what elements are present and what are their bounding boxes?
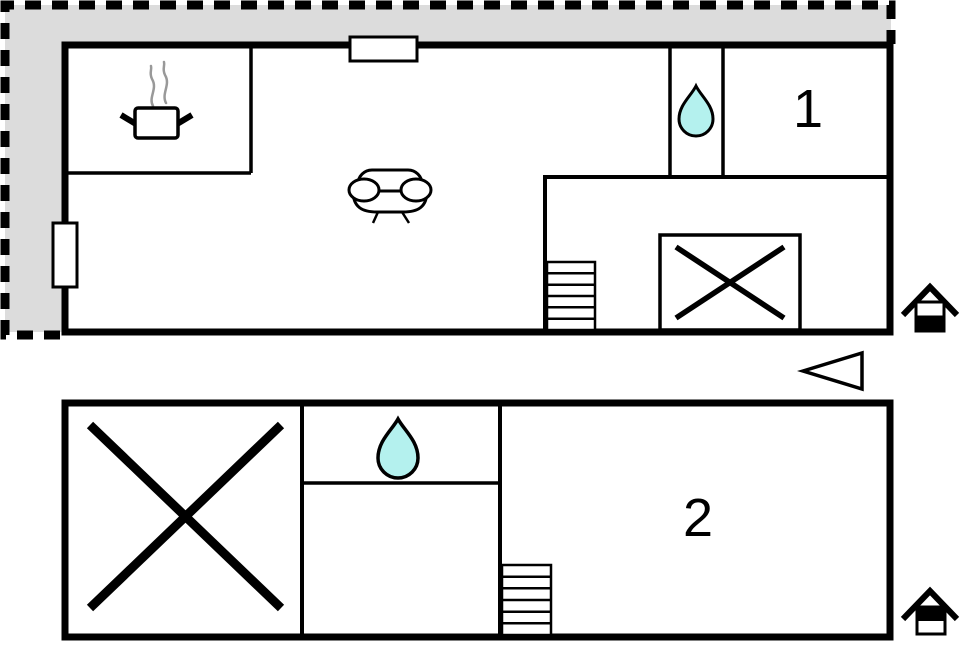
- stairs-icon: [500, 563, 553, 637]
- sofa-arm-left: [347, 177, 381, 203]
- upper-floor-plan: 1: [51, 35, 894, 336]
- pot-body: [133, 106, 180, 140]
- room-label-1: 1: [793, 79, 823, 139]
- steam-icon: [149, 64, 156, 108]
- water-drop-icon: [376, 415, 420, 480]
- excluded-area-cross: [674, 244, 786, 321]
- excluded-area-icon: [658, 233, 802, 332]
- lower-floor-outline: [61, 399, 894, 641]
- window-top: [348, 35, 419, 63]
- window-left: [51, 221, 79, 289]
- sofa-leg-right: [400, 211, 411, 224]
- storey-indicator-upper-plan: [900, 282, 960, 333]
- sofa-arm-right: [399, 177, 433, 203]
- storey-indicator-lower-plan: [900, 586, 960, 636]
- stair-treads: [547, 272, 595, 320]
- sofa-icon: [347, 168, 433, 224]
- terrace: [0, 0, 896, 340]
- lower-floor-plan: 2: [61, 399, 894, 641]
- house-filled-upper-storey: [915, 606, 947, 621]
- steam-icon: [162, 60, 169, 105]
- direction-arrow-icon: [797, 350, 864, 392]
- stair-treads: [502, 575, 551, 625]
- room-label-2: 2: [683, 488, 713, 548]
- terrace-dashed-boundary: [0, 0, 896, 340]
- excluded-area-cross: [86, 421, 285, 612]
- terrace-area: [5, 5, 891, 332]
- cooking-pot-icon: [119, 60, 194, 140]
- stairs-icon: [545, 260, 597, 332]
- water-drop-icon: [677, 82, 715, 138]
- house-filled-lower-storey: [914, 315, 946, 333]
- sofa-leg-left: [371, 211, 380, 224]
